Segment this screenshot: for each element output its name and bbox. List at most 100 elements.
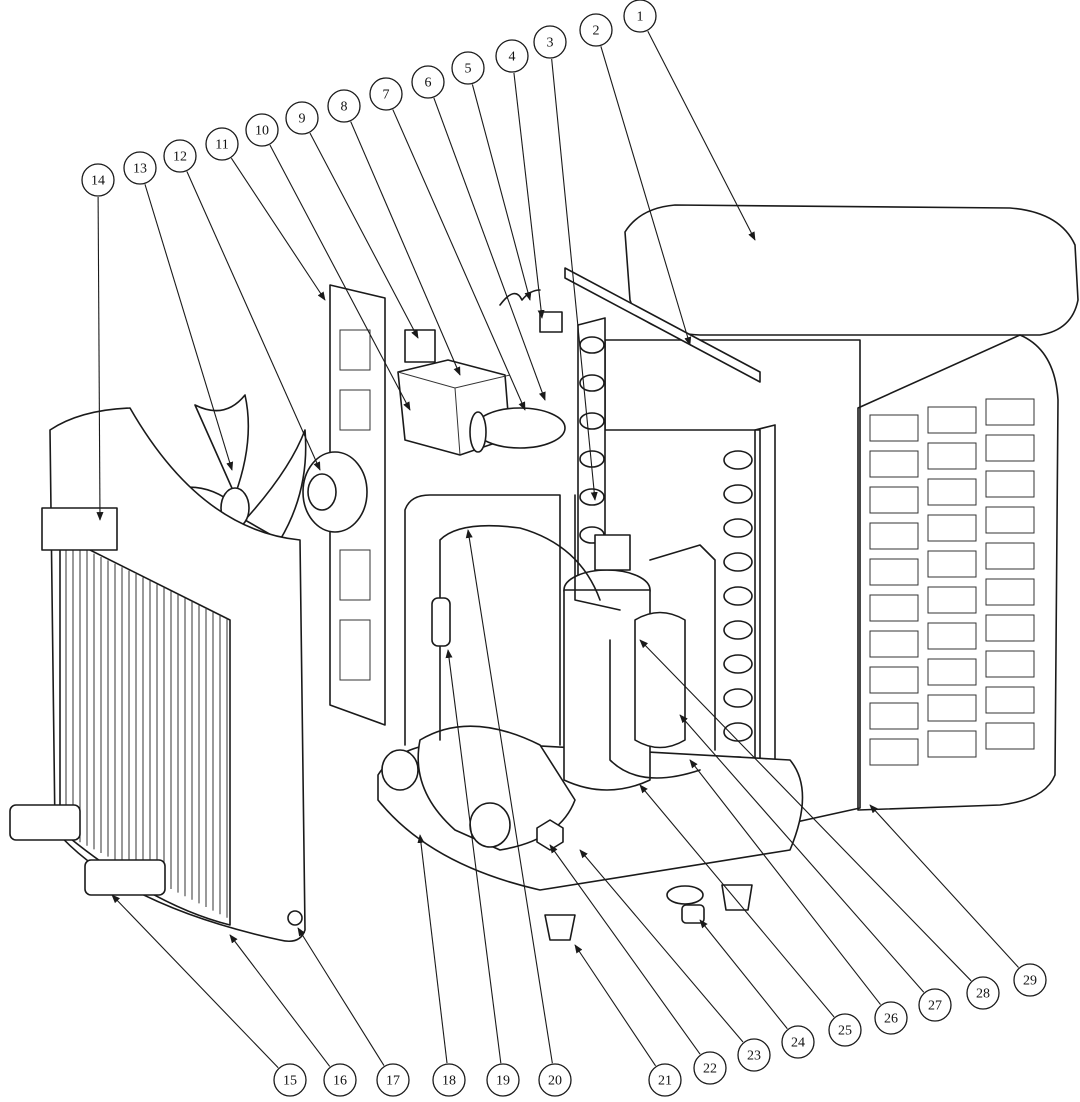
callout-8: 8 bbox=[327, 89, 361, 123]
callout-leader-25 bbox=[639, 784, 835, 1018]
callout-label: 22 bbox=[703, 1062, 717, 1077]
callout-circle bbox=[693, 1051, 727, 1085]
parts-drawing bbox=[9, 204, 1079, 943]
callout-label: 1 bbox=[637, 10, 644, 25]
callout-leader-19 bbox=[445, 649, 502, 1064]
callout-label: 25 bbox=[838, 1024, 852, 1039]
callout-label: 24 bbox=[791, 1036, 805, 1051]
callout-24: 24 bbox=[781, 1025, 815, 1059]
callout-leader-14 bbox=[96, 196, 104, 521]
callout-label: 2 bbox=[593, 24, 600, 39]
callout-16: 16 bbox=[323, 1063, 357, 1097]
callout-leader-1 bbox=[647, 30, 756, 241]
callout-circle bbox=[81, 163, 115, 197]
callout-22: 22 bbox=[693, 1051, 727, 1085]
callout-circle bbox=[369, 77, 403, 111]
callout-leader-12 bbox=[186, 171, 321, 471]
callout-10: 10 bbox=[245, 113, 279, 147]
callout-label: 15 bbox=[283, 1074, 297, 1089]
callout-label: 14 bbox=[91, 174, 105, 189]
fan-capacitor bbox=[474, 407, 566, 449]
callout-circle bbox=[411, 65, 445, 99]
callout-29: 29 bbox=[1013, 963, 1047, 997]
side-grille-panel bbox=[857, 334, 1059, 811]
top-bracket bbox=[564, 267, 761, 383]
fan-blade bbox=[169, 394, 307, 541]
callout-circle bbox=[163, 139, 197, 173]
callout-leader-7 bbox=[392, 109, 526, 411]
callout-leader-13 bbox=[144, 184, 234, 471]
callout-leader-5 bbox=[471, 84, 532, 301]
callout-9: 9 bbox=[285, 101, 319, 135]
rubber-foot bbox=[544, 914, 576, 941]
callout-circle bbox=[966, 976, 1000, 1010]
callout-circle bbox=[579, 13, 613, 47]
callout-label: 19 bbox=[496, 1074, 510, 1089]
callout-label: 28 bbox=[976, 987, 990, 1002]
sensor-wire bbox=[499, 289, 541, 306]
drain-connector bbox=[666, 885, 705, 924]
callout-leader-10 bbox=[269, 144, 411, 411]
callout-leader-29 bbox=[869, 804, 1019, 968]
callout-leader-22 bbox=[549, 844, 701, 1055]
callout-19: 19 bbox=[486, 1063, 520, 1097]
callout-6: 6 bbox=[411, 65, 445, 99]
callout-leader-17 bbox=[297, 927, 385, 1066]
service-valve bbox=[536, 819, 564, 851]
callout-circle bbox=[538, 1063, 572, 1097]
callout-1: 1 bbox=[623, 0, 657, 33]
callout-leader-3 bbox=[551, 58, 598, 501]
filter-drier bbox=[431, 597, 451, 647]
callout-label: 5 bbox=[465, 62, 472, 77]
refrigerant-piping bbox=[404, 494, 716, 779]
fan-motor bbox=[302, 451, 368, 533]
callout-28: 28 bbox=[966, 976, 1000, 1010]
callout-circle bbox=[828, 1013, 862, 1047]
callout-label: 29 bbox=[1023, 974, 1037, 989]
callout-circle bbox=[486, 1063, 520, 1097]
callout-leader-16 bbox=[229, 934, 331, 1067]
compressor bbox=[563, 534, 651, 791]
callout-23: 23 bbox=[737, 1038, 771, 1072]
callout-leader-8 bbox=[350, 121, 461, 376]
callout-label: 12 bbox=[173, 150, 187, 165]
callout-circle bbox=[533, 25, 567, 59]
condenser-coil bbox=[723, 450, 753, 810]
callout-leader-9 bbox=[309, 132, 419, 339]
callout-label: 27 bbox=[928, 999, 942, 1014]
callout-7: 7 bbox=[369, 77, 403, 111]
callout-circle bbox=[781, 1025, 815, 1059]
callout-label: 16 bbox=[333, 1074, 347, 1089]
callout-17: 17 bbox=[376, 1063, 410, 1097]
callout-leaders bbox=[96, 30, 1019, 1069]
callout-leader-20 bbox=[465, 529, 553, 1064]
callout-12: 12 bbox=[163, 139, 197, 173]
callout-leader-21 bbox=[574, 944, 657, 1067]
callout-leader-6 bbox=[433, 97, 546, 401]
callout-label: 17 bbox=[386, 1074, 400, 1089]
callout-25: 25 bbox=[828, 1013, 862, 1047]
callout-label: 18 bbox=[442, 1074, 456, 1089]
callout-leader-15 bbox=[111, 894, 279, 1069]
callout-leader-23 bbox=[579, 849, 744, 1043]
callout-leader-2 bbox=[600, 46, 692, 346]
callout-circle bbox=[495, 39, 529, 73]
callout-circle bbox=[123, 151, 157, 185]
callout-label: 7 bbox=[383, 88, 390, 103]
callout-circle bbox=[205, 127, 239, 161]
callout-circle bbox=[737, 1038, 771, 1072]
callout-leader-11 bbox=[230, 157, 326, 301]
callout-label: 21 bbox=[658, 1074, 672, 1089]
callout-circle bbox=[376, 1063, 410, 1097]
callout-2: 2 bbox=[579, 13, 613, 47]
top-cover bbox=[624, 204, 1079, 336]
callout-label: 11 bbox=[215, 138, 228, 153]
accumulator bbox=[634, 611, 686, 749]
callout-label: 26 bbox=[884, 1012, 898, 1027]
callout-label: 3 bbox=[547, 36, 554, 51]
relay bbox=[539, 311, 563, 333]
callout-leader-4 bbox=[513, 72, 545, 319]
terminal-block bbox=[404, 329, 436, 363]
callout-label: 4 bbox=[509, 50, 516, 65]
callout-circle bbox=[323, 1063, 357, 1097]
